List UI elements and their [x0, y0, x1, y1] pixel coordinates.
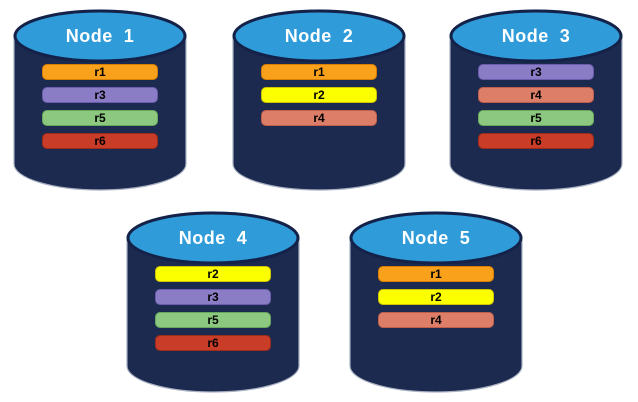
node-title: Node 4 [178, 228, 248, 248]
replica-bar-r3: r3 [42, 87, 158, 103]
replica-bar-r5: r5 [42, 110, 158, 126]
db-node-3: Node 3 r3 r4 r5 r6 [448, 8, 624, 192]
replica-bar-r4: r4 [378, 312, 494, 328]
node-title: Node 2 [284, 26, 354, 46]
replica-bar-r1: r1 [261, 64, 377, 80]
replica-bar-r4: r4 [478, 87, 594, 103]
node-title: Node 3 [501, 26, 571, 46]
node-title: Node 1 [65, 26, 135, 46]
replica-bar-r3: r3 [155, 289, 271, 305]
replica-bar-r1: r1 [42, 64, 158, 80]
replica-bar-r6: r6 [42, 133, 158, 149]
replica-list: r1 r2 r4 [348, 266, 524, 328]
db-node-5: Node 5 r1 r2 r4 [348, 210, 524, 394]
replica-bar-r2: r2 [155, 266, 271, 282]
replica-list: r3 r4 r5 r6 [448, 64, 624, 149]
replica-bar-r2: r2 [261, 87, 377, 103]
replica-bar-r5: r5 [478, 110, 594, 126]
replica-bar-r5: r5 [155, 312, 271, 328]
replica-bar-r1: r1 [378, 266, 494, 282]
db-node-2: Node 2 r1 r2 r4 [231, 8, 407, 192]
replica-bar-r6: r6 [478, 133, 594, 149]
replica-list: r2 r3 r5 r6 [125, 266, 301, 351]
db-node-4: Node 4 r2 r3 r5 r6 [125, 210, 301, 394]
replica-bar-r6: r6 [155, 335, 271, 351]
replica-list: r1 r3 r5 r6 [12, 64, 188, 149]
replica-bar-r3: r3 [478, 64, 594, 80]
replica-list: r1 r2 r4 [231, 64, 407, 126]
replica-bar-r4: r4 [261, 110, 377, 126]
node-title: Node 5 [401, 228, 471, 248]
replica-bar-r2: r2 [378, 289, 494, 305]
db-node-1: Node 1 r1 r3 r5 r6 [12, 8, 188, 192]
